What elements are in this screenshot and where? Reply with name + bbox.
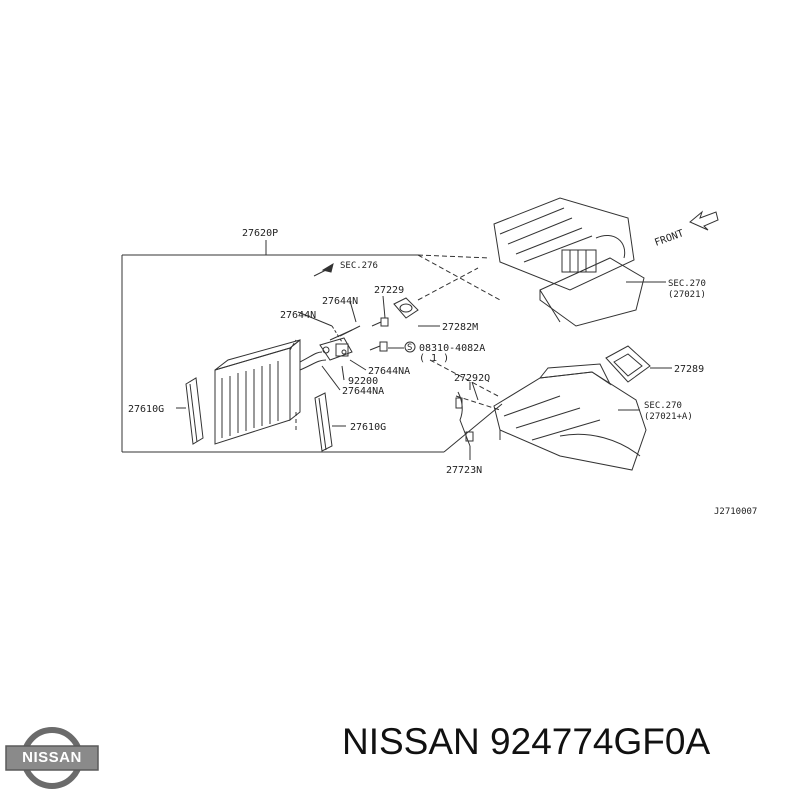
label-drawing-code: J2710007	[714, 507, 757, 517]
nissan-logo-emblem	[5, 727, 99, 789]
expansion-valve	[319, 325, 361, 361]
upper-housing	[493, 197, 645, 327]
bolt-symbol-letter: S	[407, 343, 412, 353]
evaporator-core	[214, 338, 327, 445]
label-27610g-right: 27610G	[350, 422, 386, 433]
bolt-symbol-circle	[404, 341, 416, 353]
label-sec276: SEC.276	[340, 261, 378, 271]
bolt-08310	[369, 341, 388, 352]
nissan-logo-text: NISSAN	[22, 749, 82, 766]
sensor-27723n	[455, 381, 479, 447]
front-arrow-icon	[689, 210, 719, 231]
label-27282m: 27282M	[442, 322, 478, 333]
label-27644na-lower: 27644NA	[342, 386, 384, 397]
filter-panel-right	[314, 392, 333, 452]
bolt-27229	[371, 317, 389, 327]
label-27644na-upper: 27644NA	[368, 366, 410, 377]
label-front: FRONT	[653, 228, 685, 249]
label-27292q: 27292Q	[454, 373, 490, 384]
grommet-27289	[605, 345, 651, 383]
nissan-logo: NISSAN	[4, 724, 100, 796]
leader-lines	[176, 281, 672, 460]
group-box-27620p	[121, 240, 503, 453]
dashed-guides	[417, 267, 501, 411]
lower-housing	[493, 363, 647, 471]
filter-panel-left	[185, 377, 204, 445]
label-08310-4082a: 08310-4082A	[419, 343, 485, 354]
label-27644n-lower: 27644N	[280, 310, 316, 321]
label-92200: 92200	[348, 376, 378, 387]
label-08310-qty: ( 1 )	[419, 353, 449, 364]
label-27644n-upper: 27644N	[322, 296, 358, 307]
grommet-27282m	[393, 297, 419, 319]
label-sec270-upper: SEC.270	[668, 279, 706, 289]
label-sec270-lower: SEC.270	[644, 401, 682, 411]
label-27723n: 27723N	[446, 465, 482, 476]
sec276-arrow	[313, 262, 334, 277]
label-sec270-lower-ref: (27021+A)	[644, 412, 693, 422]
part-number-caption: NISSAN 924774GF0A	[342, 721, 711, 762]
label-27620p: 27620P	[242, 228, 278, 239]
label-27229: 27229	[374, 285, 404, 296]
label-27289: 27289	[674, 364, 704, 375]
label-sec270-upper-ref: (27021)	[668, 290, 706, 300]
label-27610g-left: 27610G	[128, 404, 164, 415]
